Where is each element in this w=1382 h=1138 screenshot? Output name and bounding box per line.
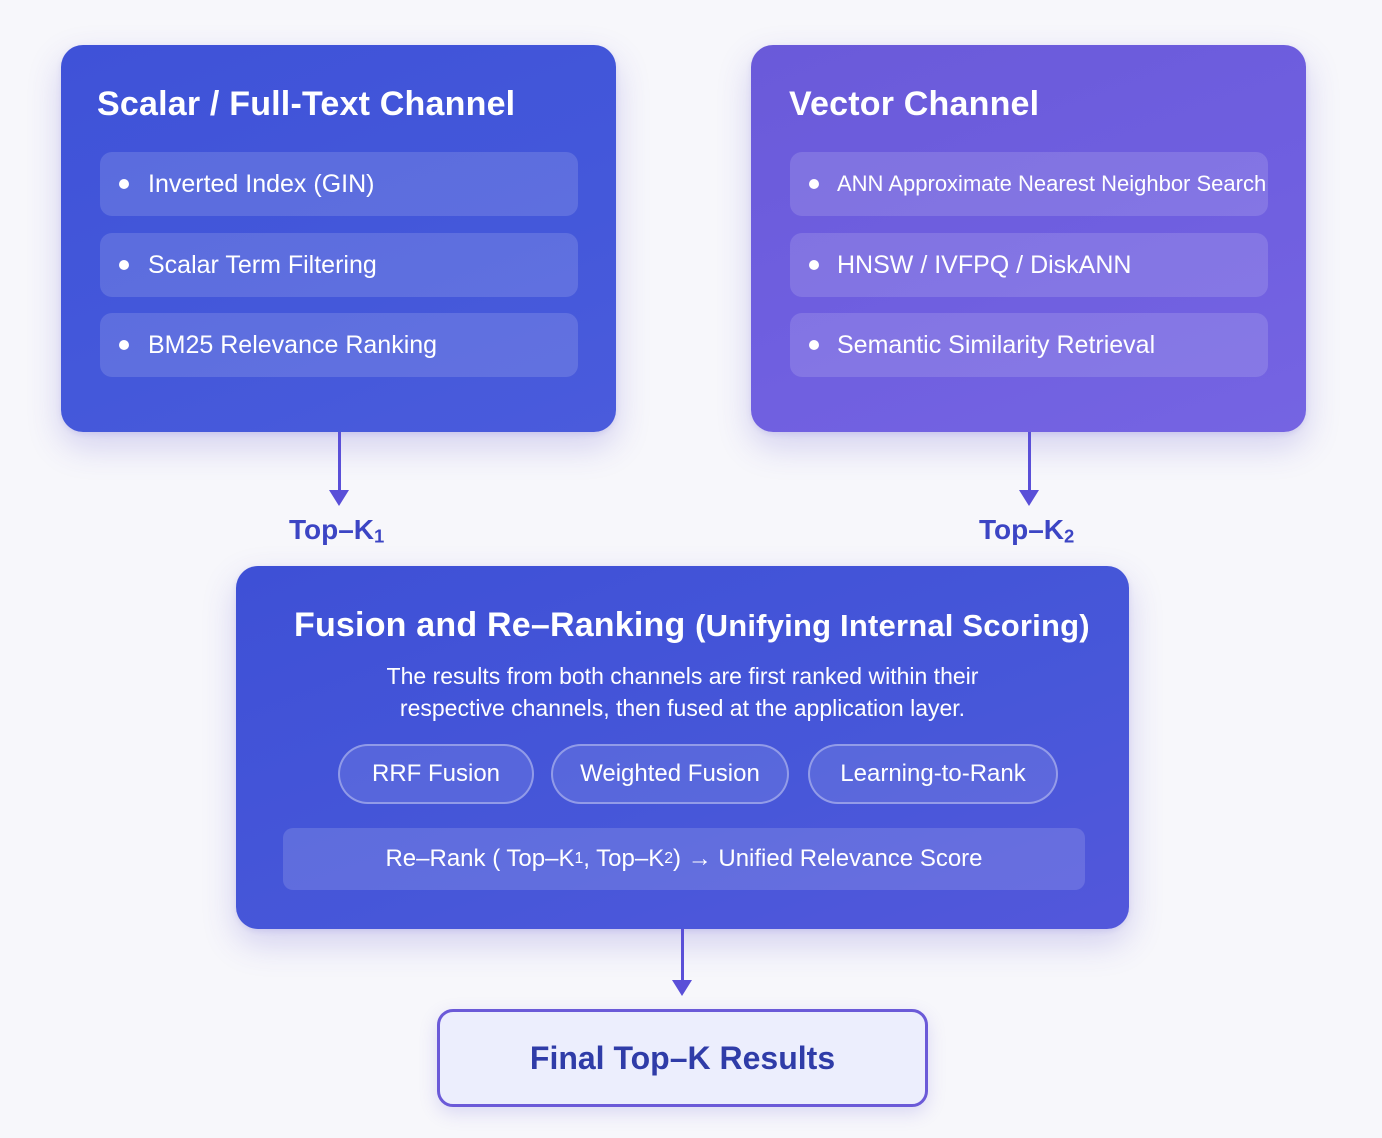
scalar-channel-card: Scalar / Full-Text Channel Inverted Inde… [61,45,616,432]
vector-item-ann: ANN Approximate Nearest Neighbor Search [790,152,1268,216]
weighted-fusion-pill: Weighted Fusion [551,744,789,804]
vector-channel-card: Vector Channel ANN Approximate Nearest N… [751,45,1306,432]
scalar-arrow-line [338,432,341,492]
fusion-description-line1: The results from both channels are first… [386,663,979,689]
bullet-icon [119,179,129,189]
vector-arrow-head-icon [1019,490,1039,506]
scalar-item-bm25: BM25 Relevance Ranking [100,313,578,377]
bullet-icon [119,340,129,350]
scalar-arrow-head-icon [329,490,349,506]
bullet-icon [809,260,819,270]
learning-to-rank-pill: Learning-to-Rank [808,744,1058,804]
rrf-fusion-pill: RRF Fusion [338,744,534,804]
vector-item-index-types: HNSW / IVFPQ / DiskANN [790,233,1268,297]
vector-arrow-line [1028,432,1031,492]
topk2-label: Top–K2 [979,514,1075,547]
fusion-description-line2: respective channels, then fused at the a… [399,695,966,721]
scalar-item-label: Scalar Term Filtering [148,250,377,279]
bullet-icon [809,179,819,189]
vector-item-semantic: Semantic Similarity Retrieval [790,313,1268,377]
fusion-title: Fusion and Re–Ranking (Unifying Internal… [294,606,1090,644]
scalar-item-label: BM25 Relevance Ranking [148,330,438,359]
vector-channel-title: Vector Channel [789,85,1040,123]
fusion-card: Fusion and Re–Ranking (Unifying Internal… [236,566,1129,929]
final-arrow-line [681,929,684,981]
final-results-box: Final Top–K Results [437,1009,928,1107]
bullet-icon [119,260,129,270]
scalar-item-inverted-index: Inverted Index (GIN) [100,152,578,216]
scalar-item-term-filtering: Scalar Term Filtering [100,233,578,297]
final-arrow-head-icon [672,980,692,996]
scalar-item-label: Inverted Index (GIN) [148,169,375,198]
vector-item-label: Semantic Similarity Retrieval [837,330,1156,359]
vector-item-label: ANN Approximate Nearest Neighbor Search [837,171,1267,196]
scalar-channel-title: Scalar / Full-Text Channel [97,85,516,123]
vector-item-label: HNSW / IVFPQ / DiskANN [837,250,1132,279]
bullet-icon [809,340,819,350]
topk1-label: Top–K1 [289,514,385,547]
